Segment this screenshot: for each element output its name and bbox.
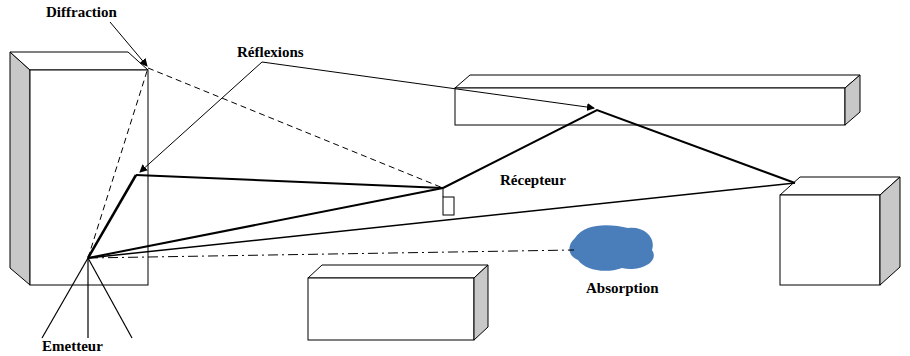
buildings (10, 52, 900, 340)
text-label: Réflexions (235, 44, 306, 61)
text-label: Absorption (584, 280, 661, 297)
text-label: Emetteur (40, 338, 105, 355)
text-label: Diffraction (44, 4, 119, 21)
propagation-paths (88, 22, 795, 258)
receiver-antenna (443, 188, 454, 215)
text-label: Récepteur (498, 172, 568, 189)
emitter-antenna (42, 258, 132, 338)
absorber-blob (569, 225, 653, 271)
